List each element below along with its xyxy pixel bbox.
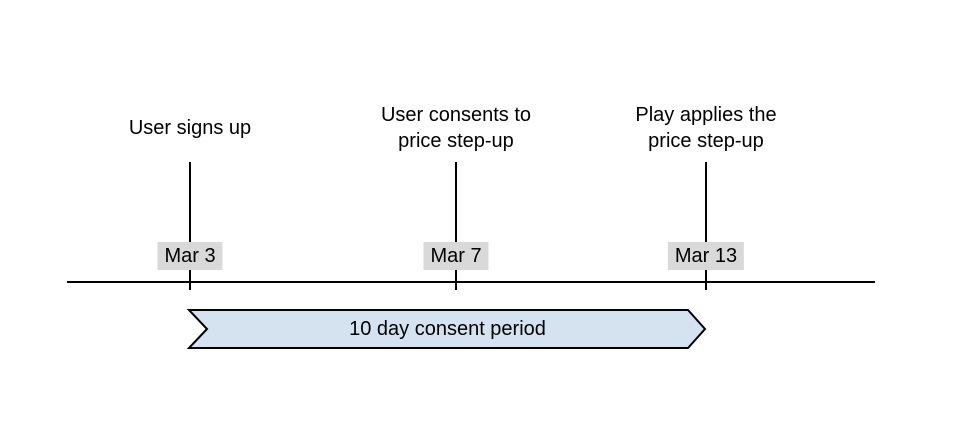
milestone-mar-3: User signs up Mar 3 xyxy=(60,102,320,294)
milestone-tick-line xyxy=(189,162,191,290)
consent-period-banner: 10 day consent period xyxy=(180,300,715,358)
milestone-tick-line xyxy=(705,162,707,290)
banner-arrow-shape xyxy=(186,309,707,349)
timeline-axis-line xyxy=(67,281,875,283)
milestone-tick-line xyxy=(455,162,457,290)
milestone-mar-7: User consents to price step-up Mar 7 xyxy=(326,102,586,294)
milestone-label: User signs up xyxy=(128,117,252,139)
milestone-date-badge: Mar 7 xyxy=(423,242,489,270)
milestone-mar-13: Play applies the price step-up Mar 13 xyxy=(576,102,836,294)
milestone-label: User consents to price step-up xyxy=(380,104,532,152)
milestone-date-badge: Mar 3 xyxy=(157,242,223,270)
consent-period-label: 10 day consent period xyxy=(349,317,546,340)
banner-arrow-graphic xyxy=(186,309,707,349)
milestone-label: Play applies the price step-up xyxy=(635,104,777,152)
milestone-date-badge: Mar 13 xyxy=(667,242,745,270)
